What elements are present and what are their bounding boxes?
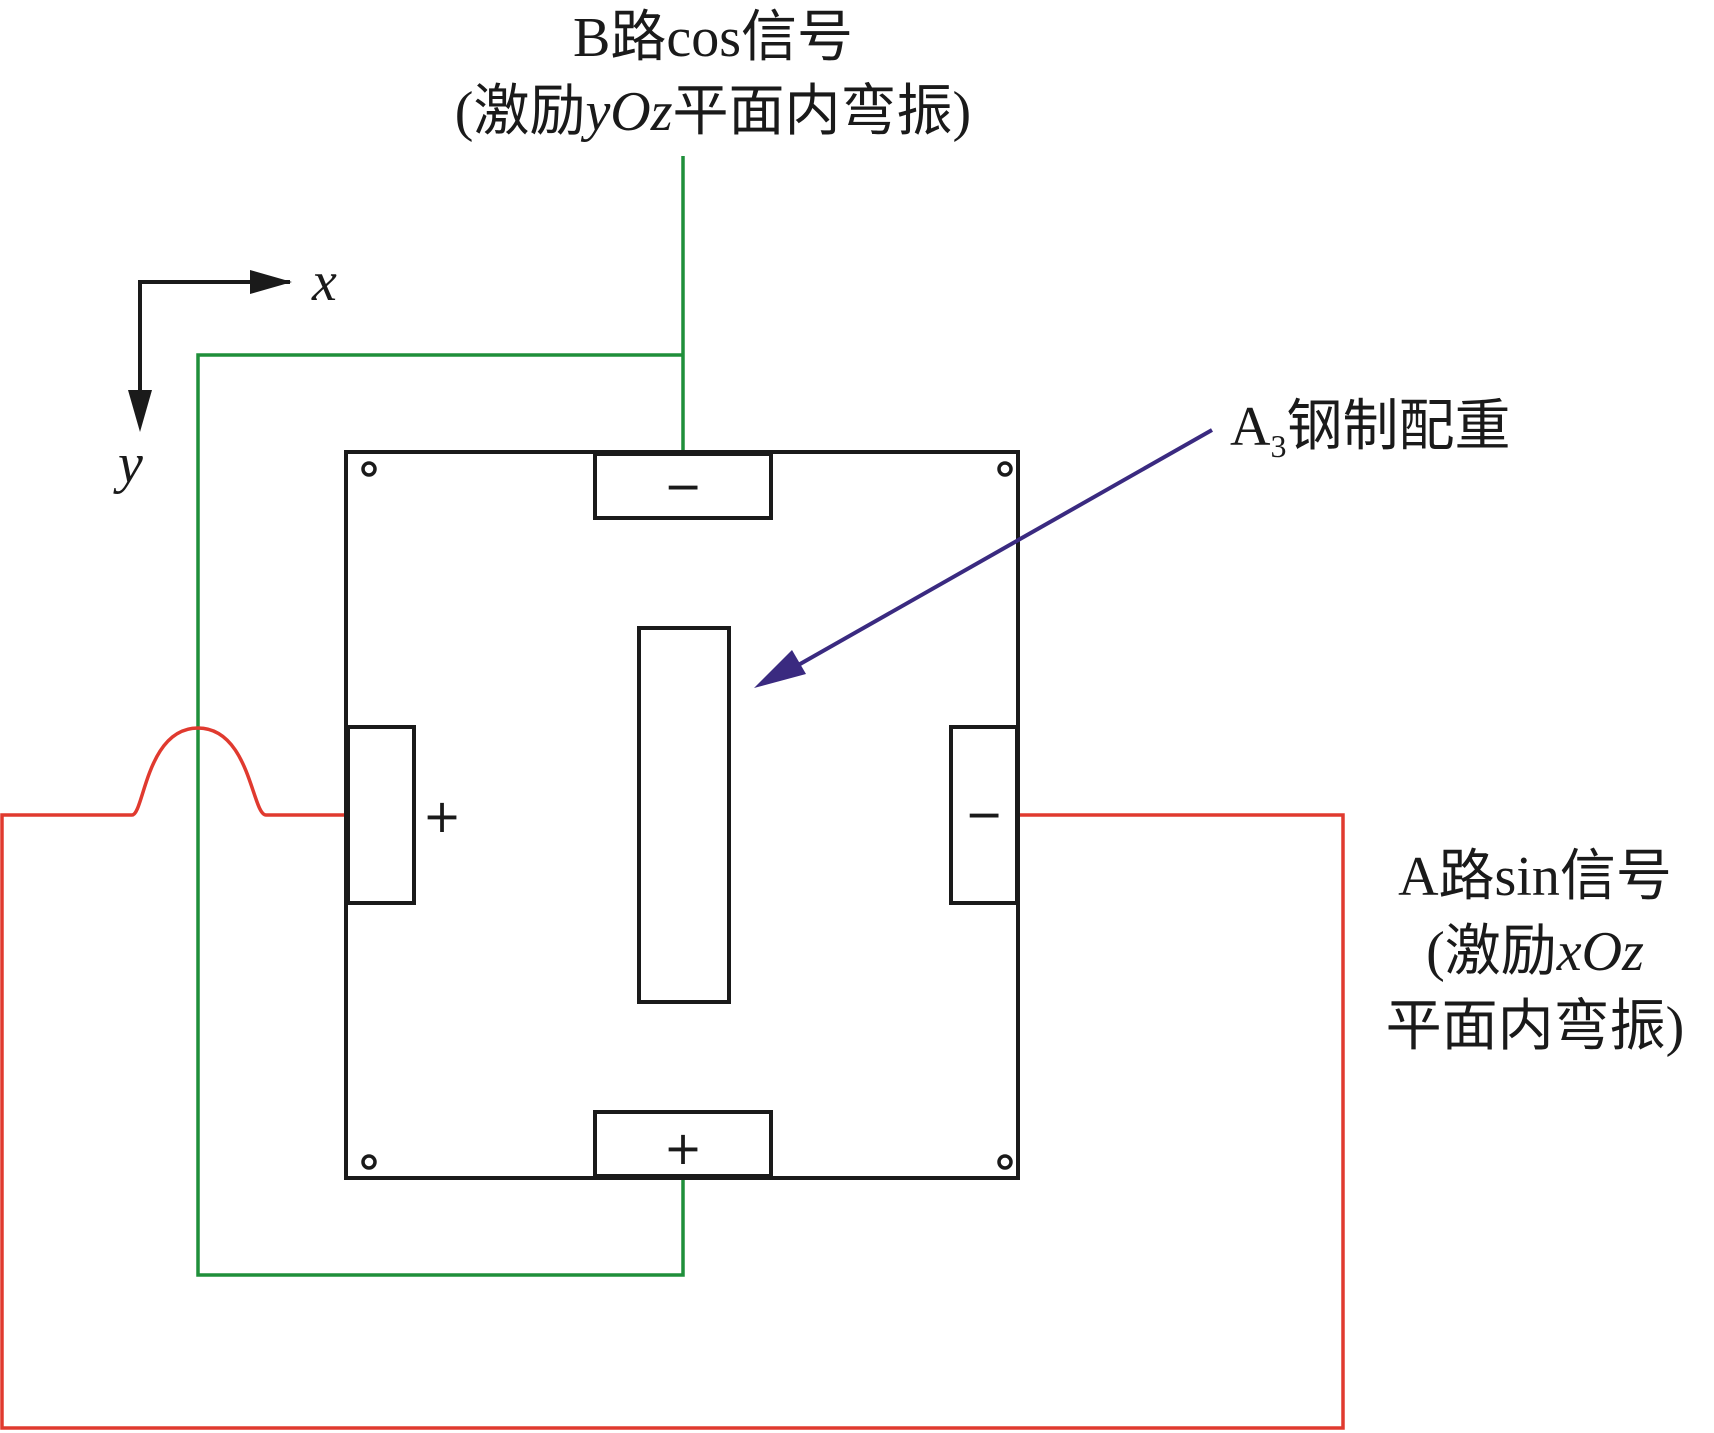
mounting-hole <box>361 461 377 477</box>
counterweight-label-sub: 3 <box>1270 428 1286 464</box>
b-channel-subtitle-prefix: (激励 <box>455 81 586 143</box>
counterweight-bar <box>637 626 731 1004</box>
b-channel-subtitle-rest: 平面内弯振) <box>673 81 972 143</box>
y-axis-arrowhead <box>128 390 152 432</box>
electrode-right-sign: − <box>965 787 1004 841</box>
b-channel-title: B路cos信号 <box>573 7 853 69</box>
electrode-left-sign: + <box>423 789 462 843</box>
electrode-top <box>593 452 773 520</box>
a-channel-wiring <box>0 726 1345 1430</box>
b-channel-plane: yOz <box>580 81 672 143</box>
mounting-hole <box>997 1154 1013 1170</box>
b-channel-wiring <box>196 156 685 1277</box>
x-axis-label: x <box>311 251 337 313</box>
a-channel-subtitle-prefix: (激励 <box>1426 921 1557 983</box>
a-channel-subtitle: (激励xOz <box>1426 921 1644 983</box>
y-axis-label: y <box>113 433 143 495</box>
counterweight-pointer-head <box>754 650 806 688</box>
electrode-right <box>949 725 1019 905</box>
b-wire-loop <box>196 353 685 1277</box>
mounting-hole <box>361 1154 377 1170</box>
counterweight-label-rest: 钢制配重 <box>1286 396 1510 458</box>
a-channel-subtitle-line3: 平面内弯振) <box>1386 996 1685 1058</box>
mounting-hole <box>997 461 1013 477</box>
x-axis-arrowhead <box>250 270 292 294</box>
coordinate-axes: x y <box>113 251 337 495</box>
counterweight-label-main: A <box>1230 396 1271 458</box>
counterweight-label: A3钢制配重 <box>1230 396 1510 464</box>
a-wire-left <box>0 726 1345 1430</box>
a-channel-plane: xOz <box>1556 921 1644 983</box>
electrode-bottom-sign: + <box>664 1121 703 1175</box>
electrode-bottom <box>593 1110 773 1178</box>
electrode-left <box>346 725 416 905</box>
mounting-holes <box>361 461 1013 1170</box>
b-channel-subtitle: (激励yOz平面内弯振) <box>455 81 971 143</box>
a-channel-title: A路sin信号 <box>1398 846 1672 908</box>
electrode-top-sign: − <box>664 459 703 513</box>
counterweight-pointer <box>785 428 1213 674</box>
